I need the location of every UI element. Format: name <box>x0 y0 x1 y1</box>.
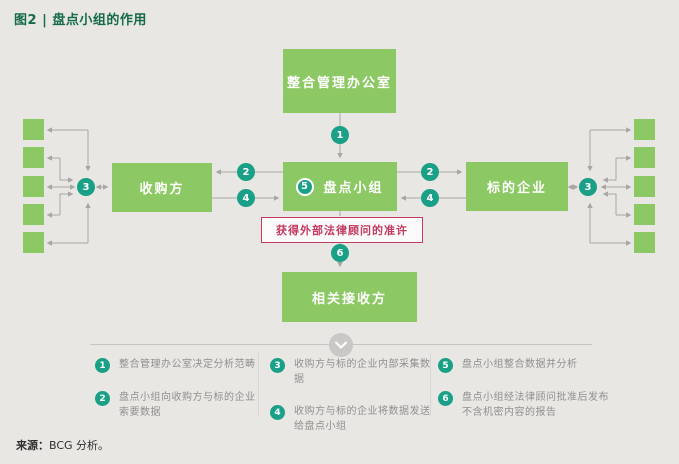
step-badge-1: 1 <box>331 126 349 144</box>
node-integration-management-office: 整合管理办公室 <box>283 49 396 113</box>
right-dept-square <box>634 232 655 253</box>
node-label: 盘点小组 <box>323 181 384 196</box>
node-label: 标的企业 <box>486 181 547 196</box>
node-label: 整合管理办公室 <box>286 75 392 91</box>
source-line: 来源： BCG 分析。 <box>16 437 109 453</box>
legend-text-3: 收购方与标的企业内部采集数据 <box>294 359 431 385</box>
right-dept-square <box>634 204 655 225</box>
left-dept-square <box>23 204 44 225</box>
legend-item-1: 1 整合管理办公室决定分析范畴 <box>95 357 263 373</box>
left-dept-square <box>23 119 44 140</box>
legend-text-4: 收购方与标的企业将数据发送 给盘点小组 <box>294 406 431 432</box>
source-text: BCG 分析。 <box>49 439 110 452</box>
node-label: 相关接收方 <box>311 291 387 307</box>
legend-separator <box>258 353 259 417</box>
step-badge-4-right: 4 <box>421 189 439 207</box>
node-clean-team: 5 盘点小组 <box>283 162 397 211</box>
legend-badge-1: 1 <box>95 358 110 373</box>
legal-approval-note: 获得外部法律顾问的准许 <box>261 217 423 243</box>
left-dept-square <box>23 232 44 253</box>
legend-separator <box>430 353 431 417</box>
step-badge-3-right: 3 <box>579 178 597 196</box>
left-cluster-connectors <box>46 127 109 246</box>
right-dept-square <box>634 147 655 168</box>
legend-item-5: 5 盘点小组整合数据并分析 <box>438 357 623 373</box>
legend-item-6: 6 盘点小组经法律顾问批准后发布 不含机密内容的报告 <box>438 390 623 420</box>
step-badge-5: 5 <box>296 177 315 196</box>
legend-item-3: 3 收购方与标的企业内部采集数据 <box>270 357 438 387</box>
legend-badge-2: 2 <box>95 391 110 406</box>
legend-text-5: 盘点小组整合数据并分析 <box>462 359 578 370</box>
right-cluster-connectors <box>567 127 632 246</box>
node-label: 收购方 <box>139 182 185 197</box>
node-recipients: 相关接收方 <box>282 272 417 322</box>
legend-text-1: 整合管理办公室决定分析范畴 <box>119 359 256 370</box>
step-badge-2-right: 2 <box>421 163 439 181</box>
right-dept-square <box>634 119 655 140</box>
right-dept-square <box>634 176 655 197</box>
legend-column-3: 5 盘点小组整合数据并分析 6 盘点小组经法律顾问批准后发布 不含机密内容的报告 <box>438 357 623 420</box>
source-label: 来源： <box>16 439 49 452</box>
legend-badge-4: 4 <box>270 405 285 420</box>
legend-text-6: 盘点小组经法律顾问批准后发布 不含机密内容的报告 <box>462 392 609 418</box>
legend-badge-6: 6 <box>438 391 453 406</box>
legend-text-2: 盘点小组向收购方与标的企业 索要数据 <box>119 392 256 418</box>
left-dept-square <box>23 147 44 168</box>
node-acquirer: 收购方 <box>112 163 212 212</box>
chevron-down-icon <box>335 341 347 349</box>
legend-column-1: 1 整合管理办公室决定分析范畴 2 盘点小组向收购方与标的企业 索要数据 <box>95 357 263 420</box>
chevron-circle <box>329 333 353 357</box>
node-target-company: 标的企业 <box>466 162 568 211</box>
left-dept-square <box>23 176 44 197</box>
legend-badge-3: 3 <box>270 358 285 373</box>
legend-item-4: 4 收购方与标的企业将数据发送 给盘点小组 <box>270 404 438 434</box>
step-badge-3-left: 3 <box>77 178 95 196</box>
step-badge-2-left: 2 <box>237 163 255 181</box>
legend-column-2: 3 收购方与标的企业内部采集数据 4 收购方与标的企业将数据发送 给盘点小组 <box>270 357 438 434</box>
legend-badge-5: 5 <box>438 358 453 373</box>
figure-title: 图2 | 盘点小组的作用 <box>14 13 147 28</box>
legend-item-2: 2 盘点小组向收购方与标的企业 索要数据 <box>95 390 263 420</box>
step-badge-4-left: 4 <box>237 189 255 207</box>
step-badge-6: 6 <box>331 244 349 262</box>
